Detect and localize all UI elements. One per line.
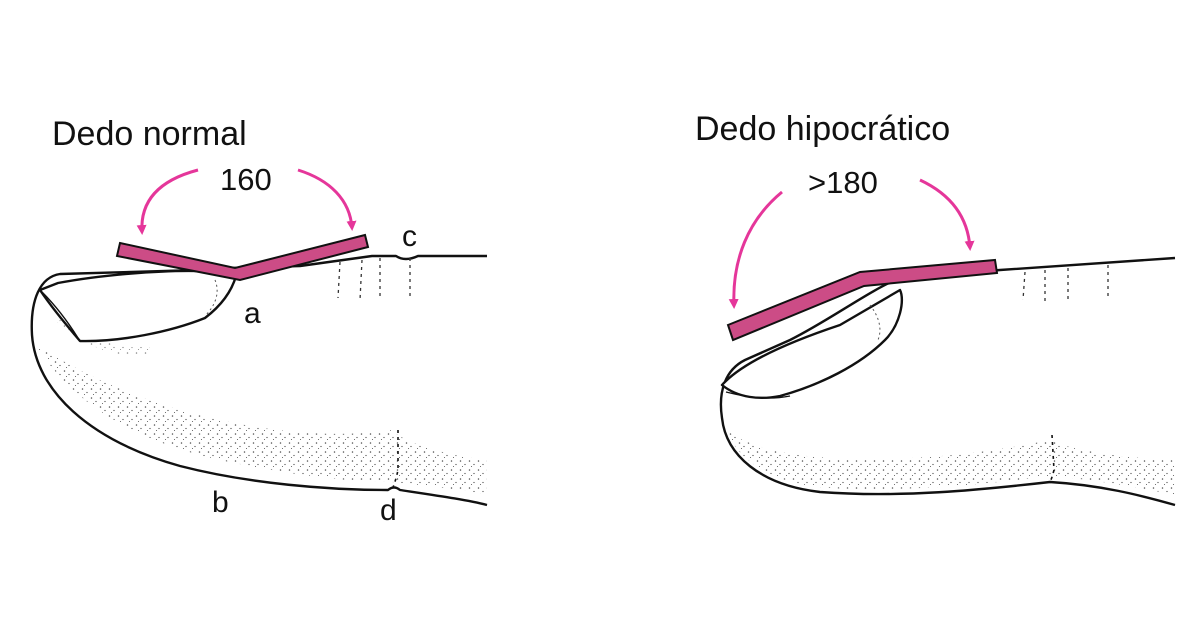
- label-d: d: [380, 494, 397, 527]
- normal-right-arrow: [297, 168, 357, 231]
- clubbed-finger-panel: Dedo hipocrático >180: [695, 110, 1176, 507]
- clubbed-finger-shading: [726, 430, 1175, 495]
- clubbed-nail: [720, 288, 904, 399]
- normal-finger-panel: Dedo normal 160 a b c d: [30, 115, 488, 527]
- label-b: b: [212, 486, 229, 519]
- normal-angle-value: 160: [220, 162, 272, 197]
- clubbed-left-arrow: [728, 190, 783, 309]
- label-a: a: [244, 297, 261, 330]
- clubbed-joint-crease: [1049, 434, 1055, 483]
- normal-finger-shading: [36, 345, 487, 494]
- clubbed-right-arrow: [919, 178, 975, 251]
- clubbed-finger-outline: [719, 256, 1176, 507]
- normal-title: Dedo normal: [52, 115, 247, 153]
- clubbed-skin-folds: [1022, 265, 1109, 302]
- label-c: c: [402, 220, 417, 253]
- normal-angle-bar: [115, 233, 370, 282]
- normal-skin-folds: [337, 258, 411, 301]
- normal-nail: [38, 269, 238, 343]
- normal-joint-crease: [391, 430, 399, 491]
- normal-left-arrow: [136, 168, 199, 235]
- clubbed-angle-bar: [726, 258, 999, 342]
- clubbed-angle-value: >180: [808, 165, 878, 200]
- clubbed-title: Dedo hipocrático: [695, 110, 950, 148]
